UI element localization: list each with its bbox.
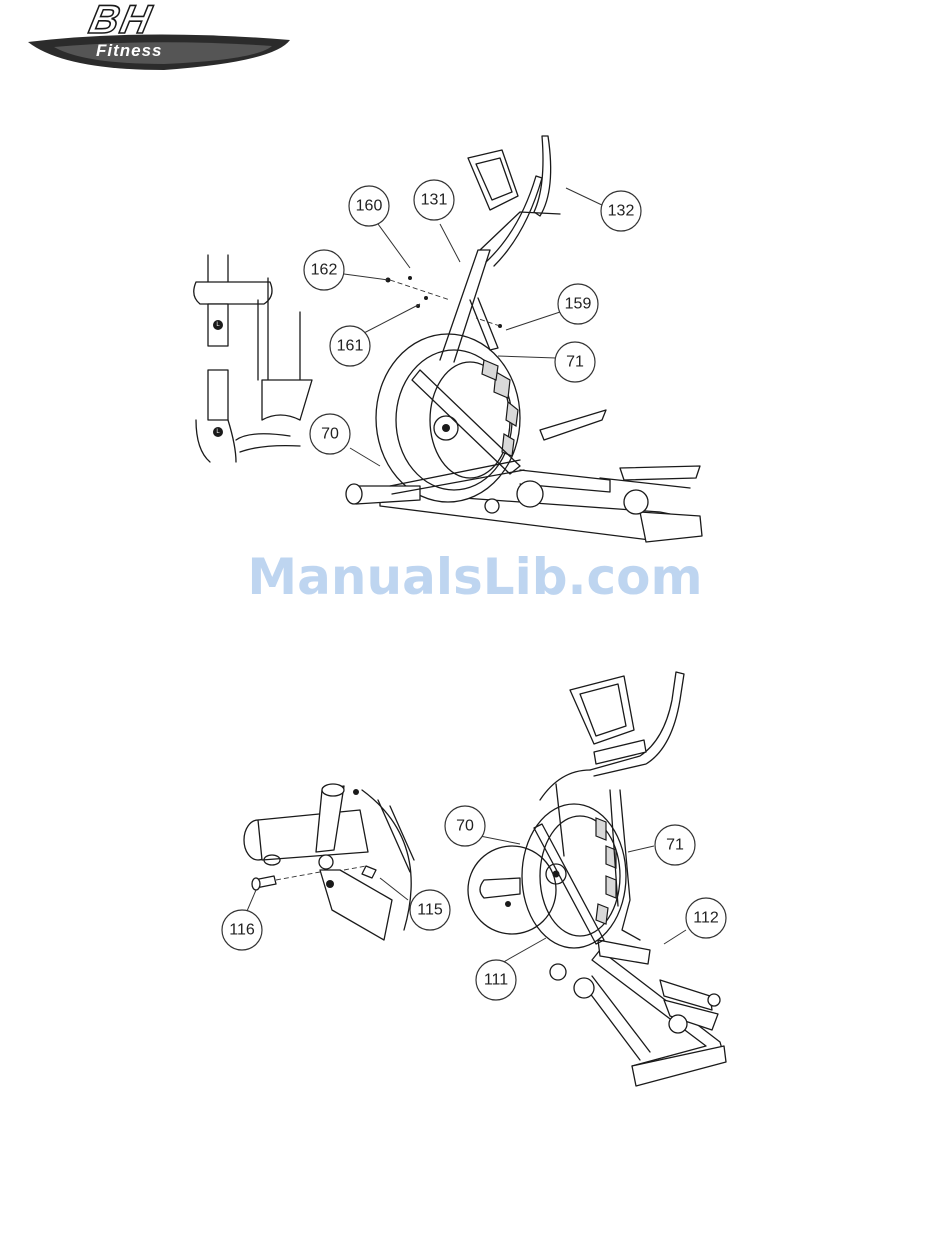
svg-text:161: 161 [337,338,364,355]
callout-70-fig2: 70 [445,806,485,846]
callout-162: 162 [304,250,344,290]
callout-131: 131 [414,180,454,220]
figure-2-machine [468,672,726,1086]
callout-111: 111 [476,960,516,1000]
watermark: ManualsLib.com [0,548,950,606]
svg-text:71: 71 [666,837,684,854]
callout-116: 116 [222,910,262,950]
callout-115: 115 [410,890,450,930]
svg-text:70: 70 [456,818,474,835]
svg-text:132: 132 [608,203,635,220]
svg-text:160: 160 [356,198,383,215]
callout-70: 70 [310,414,350,454]
svg-text:70: 70 [321,426,339,443]
svg-text:111: 111 [484,972,508,989]
svg-text:131: 131 [421,192,448,209]
svg-text:162: 162 [311,262,338,279]
figure-2-detail [244,784,414,940]
callout-112: 112 [686,898,726,938]
figure-1-detail-inset: L L [194,255,312,462]
svg-text:116: 116 [229,922,255,939]
callout-71-fig2: 71 [655,825,695,865]
svg-text:159: 159 [565,296,592,313]
callout-71: 71 [555,342,595,382]
svg-text:71: 71 [566,354,584,371]
callout-160: 160 [349,186,389,226]
svg-text:115: 115 [417,902,443,919]
callout-159: 159 [558,284,598,324]
figure-1-machine [346,136,702,542]
callout-161: 161 [330,326,370,366]
callout-132: 132 [601,191,641,231]
svg-text:112: 112 [693,910,719,927]
